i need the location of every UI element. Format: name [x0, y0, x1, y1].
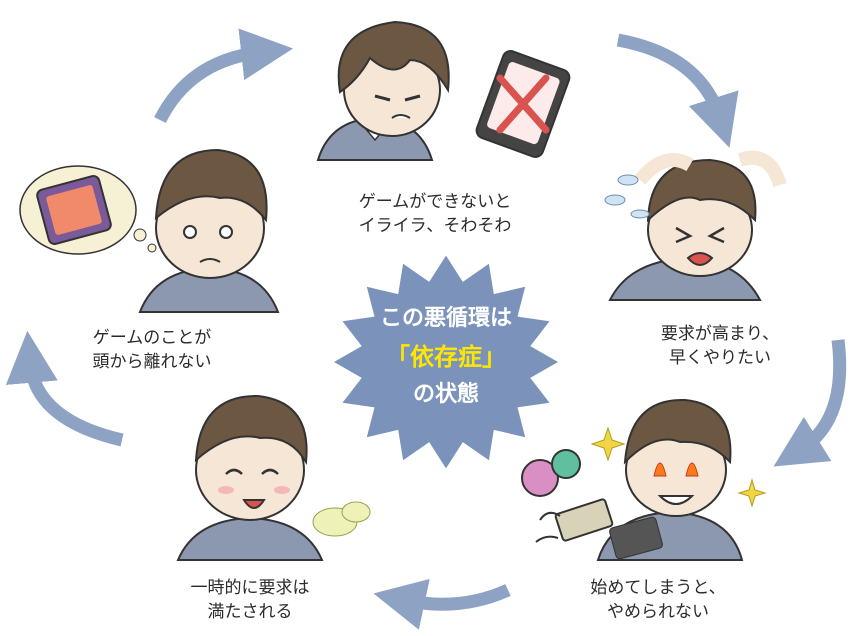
arrow-right — [773, 339, 847, 467]
step-4-line-2: 満たされる — [207, 602, 293, 622]
figure-stressed — [604, 150, 787, 301]
step-5-line-1: ゲームのことが — [92, 328, 212, 348]
figure-thinking — [19, 148, 280, 313]
center-line-1: この悪循環は — [379, 306, 512, 331]
center-line-3: の状態 — [412, 382, 479, 407]
sparkle-icon — [590, 426, 767, 508]
step-1-line-1: ゲームができないと — [358, 192, 512, 212]
arrow-bottom — [373, 578, 511, 630]
step-3-caption: 始めてしまうと、 やめられない — [578, 576, 738, 624]
step-5-line-2: 頭から離れない — [92, 352, 212, 372]
center-message: この悪循環は 「依存症」 の状態 — [356, 300, 536, 430]
center-starburst — [334, 255, 558, 469]
step-2-caption: 要求が高まり、 早くやりたい — [640, 322, 800, 370]
sweat-icon — [604, 174, 650, 219]
step-2-line-2: 早くやりたい — [669, 348, 771, 368]
cycle-arrows — [5, 28, 847, 630]
step-4-line-1: 一時的に要求は — [190, 578, 310, 598]
arrow-top-right — [616, 33, 739, 148]
breath-puff-icon — [312, 501, 371, 537]
game-balls-icon — [521, 449, 581, 497]
figure-satisfied — [176, 394, 371, 561]
figure-cant-stop — [521, 398, 767, 561]
flying-money-icon — [535, 498, 614, 543]
step-1-caption: ゲームができないと イライラ、そわそわ — [345, 190, 525, 238]
arrow-top-left — [154, 28, 294, 124]
arrow-left — [5, 330, 124, 447]
figure-frustrated — [316, 20, 571, 161]
step-3-line-1: 始めてしまうと、 — [590, 578, 726, 598]
center-line-2: 「依存症」 — [386, 343, 506, 371]
phone-crossed-icon — [475, 50, 571, 158]
step-5-caption: ゲームのことが 頭から離れない — [72, 326, 232, 374]
step-2-line-1: 要求が高まり、 — [660, 324, 780, 344]
step-1-line-2: イライラ、そわそわ — [358, 216, 512, 236]
step-3-line-2: やめられない — [607, 602, 709, 622]
step-4-caption: 一時的に要求は 満たされる — [170, 576, 330, 624]
game-phone-thought-icon — [19, 165, 157, 255]
